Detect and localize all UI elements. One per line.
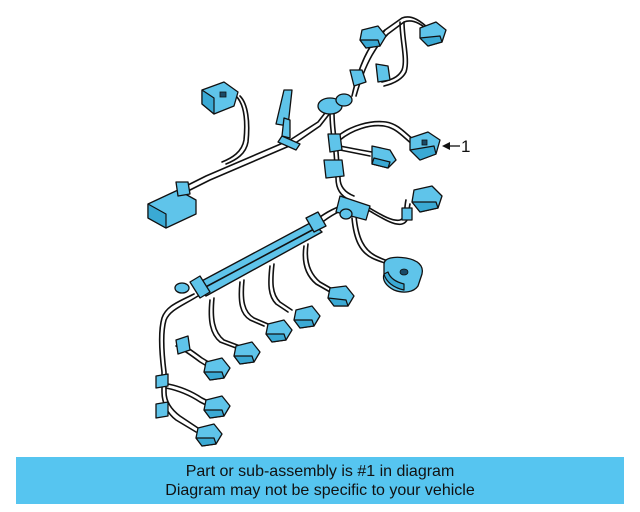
connector-oval-large (382, 256, 424, 293)
connector-injector-4 (233, 341, 261, 365)
connector-lower-left-clip (155, 335, 191, 419)
center-junction (317, 63, 413, 221)
connector-top-right-b (419, 21, 447, 47)
callout-arrow-head (442, 142, 450, 150)
main-harness-loom (174, 211, 327, 299)
callout-1: 1 (442, 137, 470, 156)
connector-right (411, 185, 443, 213)
connector-lower-left-2 (203, 395, 231, 419)
connector-part-1 (409, 131, 441, 161)
caption-line-part-number: Part or sub-assembly is #1 in diagram (185, 462, 455, 480)
harness-wires (158, 16, 433, 433)
connector-lower-left-1 (203, 357, 231, 381)
wiring-harness-diagram: 1 (147, 16, 470, 447)
mounting-bracket (275, 89, 301, 151)
connector-injector-1 (327, 285, 355, 307)
coil-module (147, 181, 197, 229)
connector-lower-left-3 (195, 423, 223, 447)
connector-injector-2 (293, 305, 321, 329)
connector-top-right-a (359, 25, 387, 49)
caption-bar: Part or sub-assembly is #1 in diagram Di… (16, 457, 624, 504)
callout-label: 1 (461, 137, 470, 156)
caption-line-disclaimer: Diagram may not be specific to your vehi… (165, 481, 475, 499)
connector-injector-3 (265, 319, 293, 343)
connector-center-small (371, 145, 397, 169)
connector-top-left (201, 81, 239, 115)
